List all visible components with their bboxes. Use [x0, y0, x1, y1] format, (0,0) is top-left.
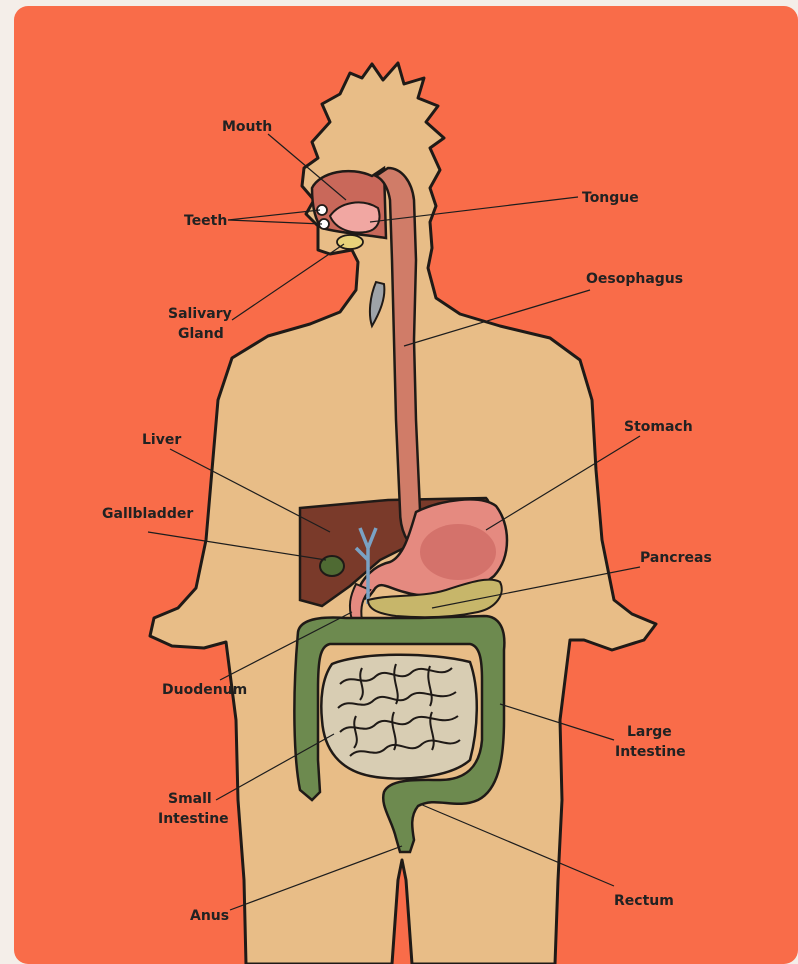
- label-oesophagus: Oesophagus: [586, 271, 683, 287]
- gallbladder-shape: [320, 556, 344, 576]
- label-salivary-gland-line1: Salivary: [168, 306, 232, 322]
- label-anus: Anus: [190, 908, 229, 924]
- label-stomach: Stomach: [624, 419, 693, 435]
- salivary-gland-shape: [337, 235, 363, 249]
- label-small-intestine-line2: Intestine: [158, 811, 229, 827]
- digestive-system-diagram: Mouth Teeth Salivary Gland Tongue Oesoph…: [14, 6, 798, 964]
- label-salivary-gland-line2: Gland: [178, 326, 224, 342]
- label-mouth: Mouth: [222, 119, 272, 135]
- label-tongue: Tongue: [582, 190, 639, 206]
- label-pancreas: Pancreas: [640, 550, 712, 566]
- label-large-intestine-line1: Large: [627, 724, 672, 740]
- diagram-card: Mouth Teeth Salivary Gland Tongue Oesoph…: [14, 6, 798, 964]
- label-teeth: Teeth: [184, 213, 227, 229]
- label-liver: Liver: [142, 432, 181, 448]
- label-large-intestine-line2: Intestine: [615, 744, 686, 760]
- label-gallbladder: Gallbladder: [102, 506, 193, 522]
- small-intestine-shape: [321, 655, 476, 779]
- label-rectum: Rectum: [614, 893, 674, 909]
- label-duodenum: Duodenum: [162, 682, 247, 698]
- stomach-inner: [420, 524, 496, 580]
- label-small-intestine-line1: Small: [168, 791, 212, 807]
